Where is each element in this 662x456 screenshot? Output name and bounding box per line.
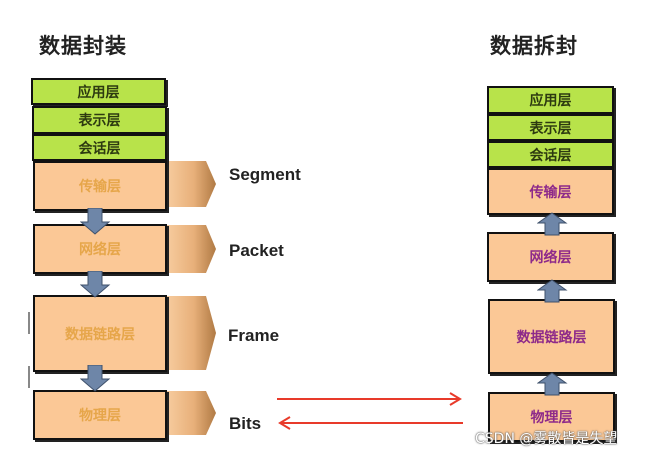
down-arrow-icon [80, 208, 111, 235]
left-layer-network: 网络层 [33, 224, 167, 274]
left-layer-presentation: 表示层 [32, 106, 167, 134]
divider-line [28, 312, 30, 334]
divider-line [28, 366, 30, 388]
layer-label: 物理层 [530, 410, 573, 426]
up-arrow-icon [537, 372, 568, 396]
left-layer-application: 应用层 [31, 78, 166, 105]
layer-label: 应用层 [77, 84, 120, 101]
down-arrow-icon [80, 365, 111, 392]
segment-tab [160, 161, 216, 207]
up-arrow-icon [537, 212, 568, 236]
decapsulation-title: 数据拆封 [490, 33, 578, 58]
right-layer-session: 会话层 [487, 141, 614, 168]
down-arrow-icon [80, 271, 111, 298]
frame-tab [160, 296, 216, 370]
pdu-label-segment: Segment [229, 165, 301, 184]
right-layer-datalink: 数据链路层 [488, 299, 615, 374]
bits-tab [160, 391, 216, 435]
up-arrow-icon [537, 279, 568, 303]
layer-label: 传输层 [79, 179, 121, 195]
pdu-label-bits: Bits [229, 414, 262, 433]
right-layer-network: 网络层 [487, 232, 614, 282]
layer-label: 数据链路层 [65, 326, 135, 343]
right-layer-presentation: 表示层 [487, 114, 614, 141]
pdu-label-packet: Packet [229, 241, 284, 260]
right-layer-physical: 物理层 [488, 392, 615, 442]
layer-label: 会话层 [529, 147, 572, 164]
layer-label: 表示层 [529, 120, 572, 137]
layer-label: 表示层 [78, 113, 121, 129]
right-layer-application: 应用层 [487, 86, 614, 114]
transmit-arrow-left-icon [278, 416, 463, 430]
layer-label: 网络层 [79, 242, 121, 258]
encapsulation-title: 数据封装 [39, 33, 127, 58]
packet-tab [160, 225, 216, 273]
left-layer-datalink: 数据链路层 [33, 295, 167, 372]
layer-label: 数据链路层 [516, 329, 587, 346]
layer-label: 物理层 [79, 408, 121, 424]
layer-label: 应用层 [529, 93, 572, 109]
left-layer-transport: 传输层 [33, 161, 167, 211]
transmit-arrow-right-icon [277, 392, 462, 406]
watermark: CSDN @雾散皆是失望 [475, 431, 618, 447]
left-layer-session: 会话层 [32, 134, 167, 161]
right-layer-transport: 传输层 [487, 168, 614, 215]
layer-label: 会话层 [78, 140, 121, 157]
left-layer-physical: 物理层 [33, 390, 167, 440]
layer-label: 传输层 [529, 184, 572, 201]
layer-label: 网络层 [529, 250, 572, 266]
pdu-label-frame: Frame [228, 326, 280, 345]
